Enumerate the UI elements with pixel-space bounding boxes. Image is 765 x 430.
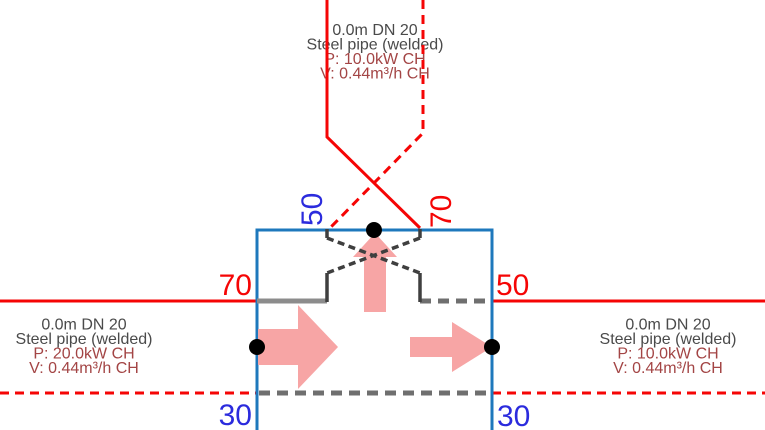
pipe-annotation-left: 0.0m DN 20 Steel pipe (welded) P: 20.0kW… xyxy=(16,317,153,378)
temp-label-riser-return: 50 xyxy=(296,193,329,226)
right-pipe-length-label: 0.0m DN 20 xyxy=(625,317,710,334)
top-pipe-power-label: P: 10.0kW CH xyxy=(324,51,425,68)
node-top[interactable] xyxy=(366,222,382,238)
flow-arrow-right-icon xyxy=(410,322,492,372)
temp-label-supply-left: 70 xyxy=(219,269,252,302)
right-pipe-material-label: Steel pipe (welded) xyxy=(600,331,737,348)
crossover-diagonal-up[interactable] xyxy=(326,236,421,275)
pipe-annotation-top: 0.0m DN 20 Steel pipe (welded) P: 10.0kW… xyxy=(307,22,444,83)
top-pipe-length-label: 0.0m DN 20 xyxy=(332,22,417,39)
right-pipe-flow-label: V: 0.44m³/h CH xyxy=(613,360,723,377)
temp-label-return-right: 50 xyxy=(496,269,529,302)
right-pipe-power-label: P: 10.0kW CH xyxy=(617,346,718,363)
temp-label-bottom-right: 30 xyxy=(497,400,530,430)
supply-riser-pipe[interactable] xyxy=(325,0,422,230)
top-pipe-material-label: Steel pipe (welded) xyxy=(307,37,444,54)
left-pipe-power-label: P: 20.0kW CH xyxy=(33,346,134,363)
left-pipe-length-label: 0.0m DN 20 xyxy=(41,317,126,334)
temp-label-riser-supply: 70 xyxy=(425,195,458,228)
node-right[interactable] xyxy=(484,339,500,355)
top-pipe-flow-label: V: 0.44m³/h CH xyxy=(320,66,430,83)
node-left[interactable] xyxy=(249,339,265,355)
pipe-annotation-right: 0.0m DN 20 Steel pipe (welded) P: 10.0kW… xyxy=(600,317,737,378)
left-pipe-flow-label: V: 0.44m³/h CH xyxy=(29,360,139,377)
temp-label-bottom-left: 30 xyxy=(219,399,252,430)
flow-arrow-left-icon xyxy=(258,305,338,389)
left-pipe-material-label: Steel pipe (welded) xyxy=(16,331,153,348)
crossover-symbol[interactable] xyxy=(257,229,492,396)
flow-arrow-up-icon xyxy=(353,233,397,312)
